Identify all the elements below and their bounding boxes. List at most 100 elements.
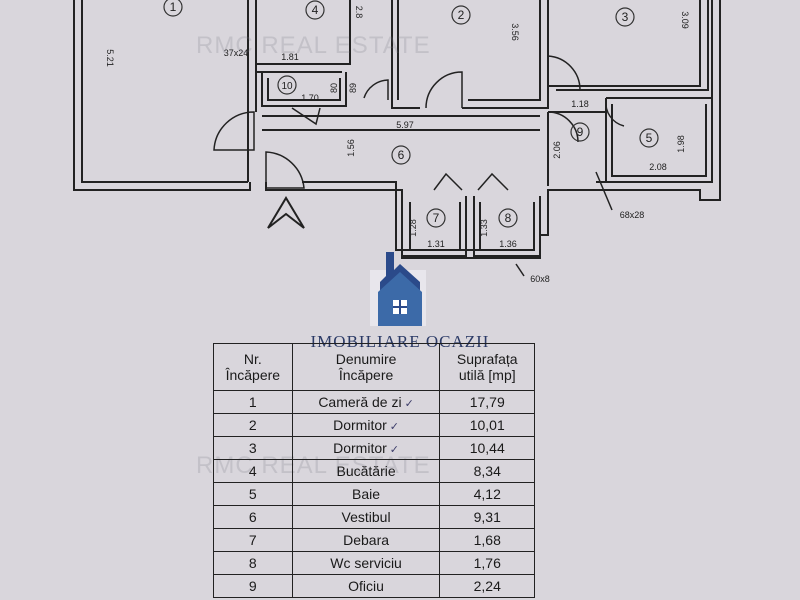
room-name-cell: Oficiu (291, 574, 441, 598)
watermark: RMC REAL ESTATE (196, 32, 431, 59)
dim-label: 2.8 (354, 6, 364, 19)
room-name-cell: Dormitor✓ (291, 413, 441, 437)
dim-label: 5.97 (396, 120, 414, 130)
dim-label: 60x8 (530, 274, 550, 284)
room-markers (163, 0, 659, 228)
door-room2 (425, 71, 463, 109)
room-number-cell: 4 (213, 459, 293, 483)
dim-label: 1.18 (571, 99, 589, 109)
room-area-cell: 4,12 (439, 482, 535, 506)
marker-5: 5 (646, 131, 653, 145)
marker-3: 3 (622, 10, 629, 24)
room-name-cell: Bucătărie (291, 459, 441, 483)
dim-leader-68 (595, 171, 613, 211)
dim-label: 1.31 (427, 239, 445, 249)
dim-label: 37x24 (224, 48, 249, 58)
room-name-cell: Debara (291, 528, 441, 552)
wall-room1 (247, 0, 257, 182)
dim-label: 3.56 (510, 23, 520, 41)
dim-label: 1.70 (301, 93, 319, 103)
wall-room7 (401, 196, 467, 257)
room-name-cell: Cameră de zi✓ (291, 390, 441, 414)
door-room9 (547, 111, 579, 143)
dim-label: 1.28 (408, 219, 418, 237)
room-name-cell: Dormitor✓ (291, 436, 441, 460)
room-area-cell: 2,24 (439, 574, 535, 598)
room-area-cell: 1,68 (439, 528, 535, 552)
door-room3 (547, 55, 581, 91)
wall-room2 (391, 0, 549, 109)
room-area-cell: 17,79 (439, 390, 535, 414)
dim-leader-60 (515, 263, 525, 277)
dim-label: 1.33 (479, 219, 489, 237)
room-area-cell: 8,34 (439, 459, 535, 483)
room-number-cell: 2 (213, 413, 293, 437)
door-room7 (433, 172, 463, 191)
wall-hall (262, 115, 540, 131)
room-number-cell: 1 (213, 390, 293, 414)
dim-label: 1.36 (499, 239, 517, 249)
checkmark-icon: ✓ (389, 421, 399, 433)
checkmark-icon: ✓ (404, 398, 414, 410)
dim-label: 1.81 (281, 52, 299, 62)
marker-1: 1 (170, 0, 177, 14)
door-hall (265, 151, 305, 189)
room-number-cell: 5 (213, 482, 293, 506)
marker-10: 10 (281, 81, 293, 92)
dim-label: 2.06 (552, 141, 562, 159)
dim-label: 5.21 (105, 49, 115, 67)
door-entrance (213, 111, 255, 151)
dim-label: 89 (348, 83, 358, 93)
header-room-number: Nr.Încăpere (213, 343, 293, 391)
room-number-cell: 8 (213, 551, 293, 575)
marker-6: 6 (398, 148, 405, 162)
dim-label: 2.08 (649, 162, 667, 172)
marker-8: 8 (505, 211, 512, 225)
room-area-cell: 10,01 (439, 413, 535, 437)
marker-2: 2 (458, 8, 465, 22)
dim-label: 1.56 (346, 139, 356, 157)
room-number-cell: 3 (213, 436, 293, 460)
wall-room4 (256, 0, 351, 73)
marker-7: 7 (433, 211, 440, 225)
wall-room9 (547, 111, 606, 186)
door-room5 (605, 99, 625, 127)
wall-room8 (473, 196, 541, 257)
room-area-cell: 1,76 (439, 551, 535, 575)
marker-4: 4 (312, 3, 319, 17)
outer-wall (73, 0, 721, 259)
door-room8 (477, 172, 509, 191)
room-name-cell: Wc serviciu (291, 551, 441, 575)
room-name-cell: Vestibul (291, 505, 441, 529)
marker-9: 9 (577, 125, 584, 139)
wall-room10 (261, 72, 347, 107)
door-room4 (363, 79, 389, 100)
room-number-cell: 7 (213, 528, 293, 552)
dim-label: 68x28 (620, 210, 645, 220)
door-room10 (291, 107, 321, 126)
logo-house-icon (370, 252, 426, 326)
checkmark-icon: ✓ (389, 444, 399, 456)
wall-room3 (548, 0, 709, 91)
room-area-cell: 9,31 (439, 505, 535, 529)
room-number-cell: 6 (213, 505, 293, 529)
dim-label: 80 (329, 83, 339, 93)
north-arrow-icon (267, 196, 305, 229)
dim-label: 1.98 (676, 135, 686, 153)
dim-label: 3.09 (680, 11, 690, 29)
room-name-cell: Baie (291, 482, 441, 506)
room-number-cell: 9 (213, 574, 293, 598)
